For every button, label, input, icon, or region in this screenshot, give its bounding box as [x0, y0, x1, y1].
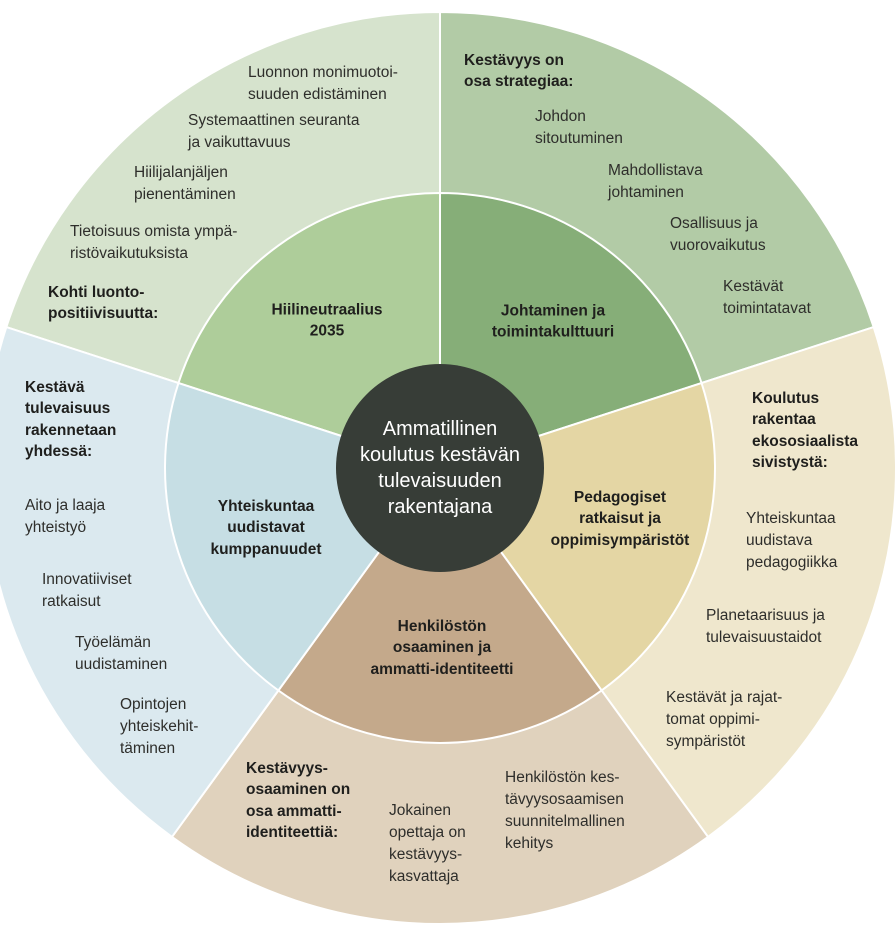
- item-innovatiiviset-ratkaisut: Innovatiiviset ratkaisut: [42, 571, 132, 610]
- item-osallisuus-vuorovaikutus: Osallisuus ja vuorovaikutus: [670, 215, 766, 254]
- center-title: Ammatillinen koulutus kestävän tulevaisu…: [359, 418, 521, 518]
- item-tietoisuus-ymparistovaikutuksista: Tietoisuus omista ympä- ristövaikutuksis…: [70, 223, 238, 262]
- item-johdon-sitoutuminen: Johdon sitoutuminen: [535, 108, 623, 147]
- item-systemaattinen-seuranta: Systemaattinen seuranta ja vaikuttavuus: [188, 112, 360, 151]
- item-aito-yhteistyo: Aito ja laaja yhteistyö: [25, 497, 106, 536]
- sector-title-henkilosto: Henkilöstön osaaminen ja ammatti-identit…: [370, 617, 514, 678]
- sector-title-pedagogiset: Pedagogiset ratkaisut ja oppimisympärist…: [550, 488, 690, 549]
- sector-title-yhteiskunta: Yhteiskuntaa uudistavat kumppanuudet: [210, 497, 322, 558]
- sector-title-johtaminen: Johtaminen ja toimintakulttuuri: [491, 302, 615, 341]
- heading-kestavyysosaaminen: Kestävyys- osaaminen on osa ammatti- ide…: [246, 760, 351, 842]
- item-kestavat-toimintatavat: Kestävät toimintatavat: [723, 278, 811, 317]
- heading-ekososiaalinen-sivistys: Koulutus rakentaa ekososiaalista sivisty…: [752, 390, 858, 472]
- sector-title-hiilineutraalius: Hiilineutraalius 2035: [271, 301, 383, 340]
- heading-kohti-luontopositiivisuutta: Kohti luonto- positiivisuutta:: [48, 284, 159, 323]
- item-opintojen-yhteiskehittaminen: Opintojen yhteiskehit- täminen: [120, 696, 199, 757]
- item-henkiloston-kehitys: Henkilöstön kes- tävyysosaamisen suunnit…: [505, 769, 625, 852]
- item-jokainen-opettaja: Jokainen opettaja on kestävyys- kasvatta…: [389, 802, 466, 885]
- item-rajattomat-oppimisymparistot: Kestävät ja rajat- tomat oppimi- sympäri…: [666, 689, 783, 750]
- item-luonnon-monimuotoisuus: Luonnon monimuotoi- suuden edistäminen: [248, 64, 398, 103]
- item-planetaarisuus: Planetaarisuus ja tulevaisuustaidot: [706, 607, 825, 646]
- heading-kestavyys-strategiaa: Kestävyys on osa strategiaa:: [464, 52, 574, 91]
- item-mahdollistava-johtaminen: Mahdollistava johtaminen: [608, 162, 703, 201]
- item-uudistava-pedagogiikka: Yhteiskuntaa uudistava pedagogiikka: [746, 510, 838, 571]
- heading-tulevaisuus-yhdessa: Kestävä tulevaisuus rakennetaan yhdessä:: [25, 379, 117, 461]
- item-tyoelaman-uudistaminen: Työelämän uudistaminen: [75, 634, 168, 673]
- item-hiilijalanjalki: Hiilijalanjäljen pienentäminen: [134, 164, 236, 203]
- center-hub: [336, 364, 544, 572]
- inner-sector-henkilosto: [276, 466, 604, 744]
